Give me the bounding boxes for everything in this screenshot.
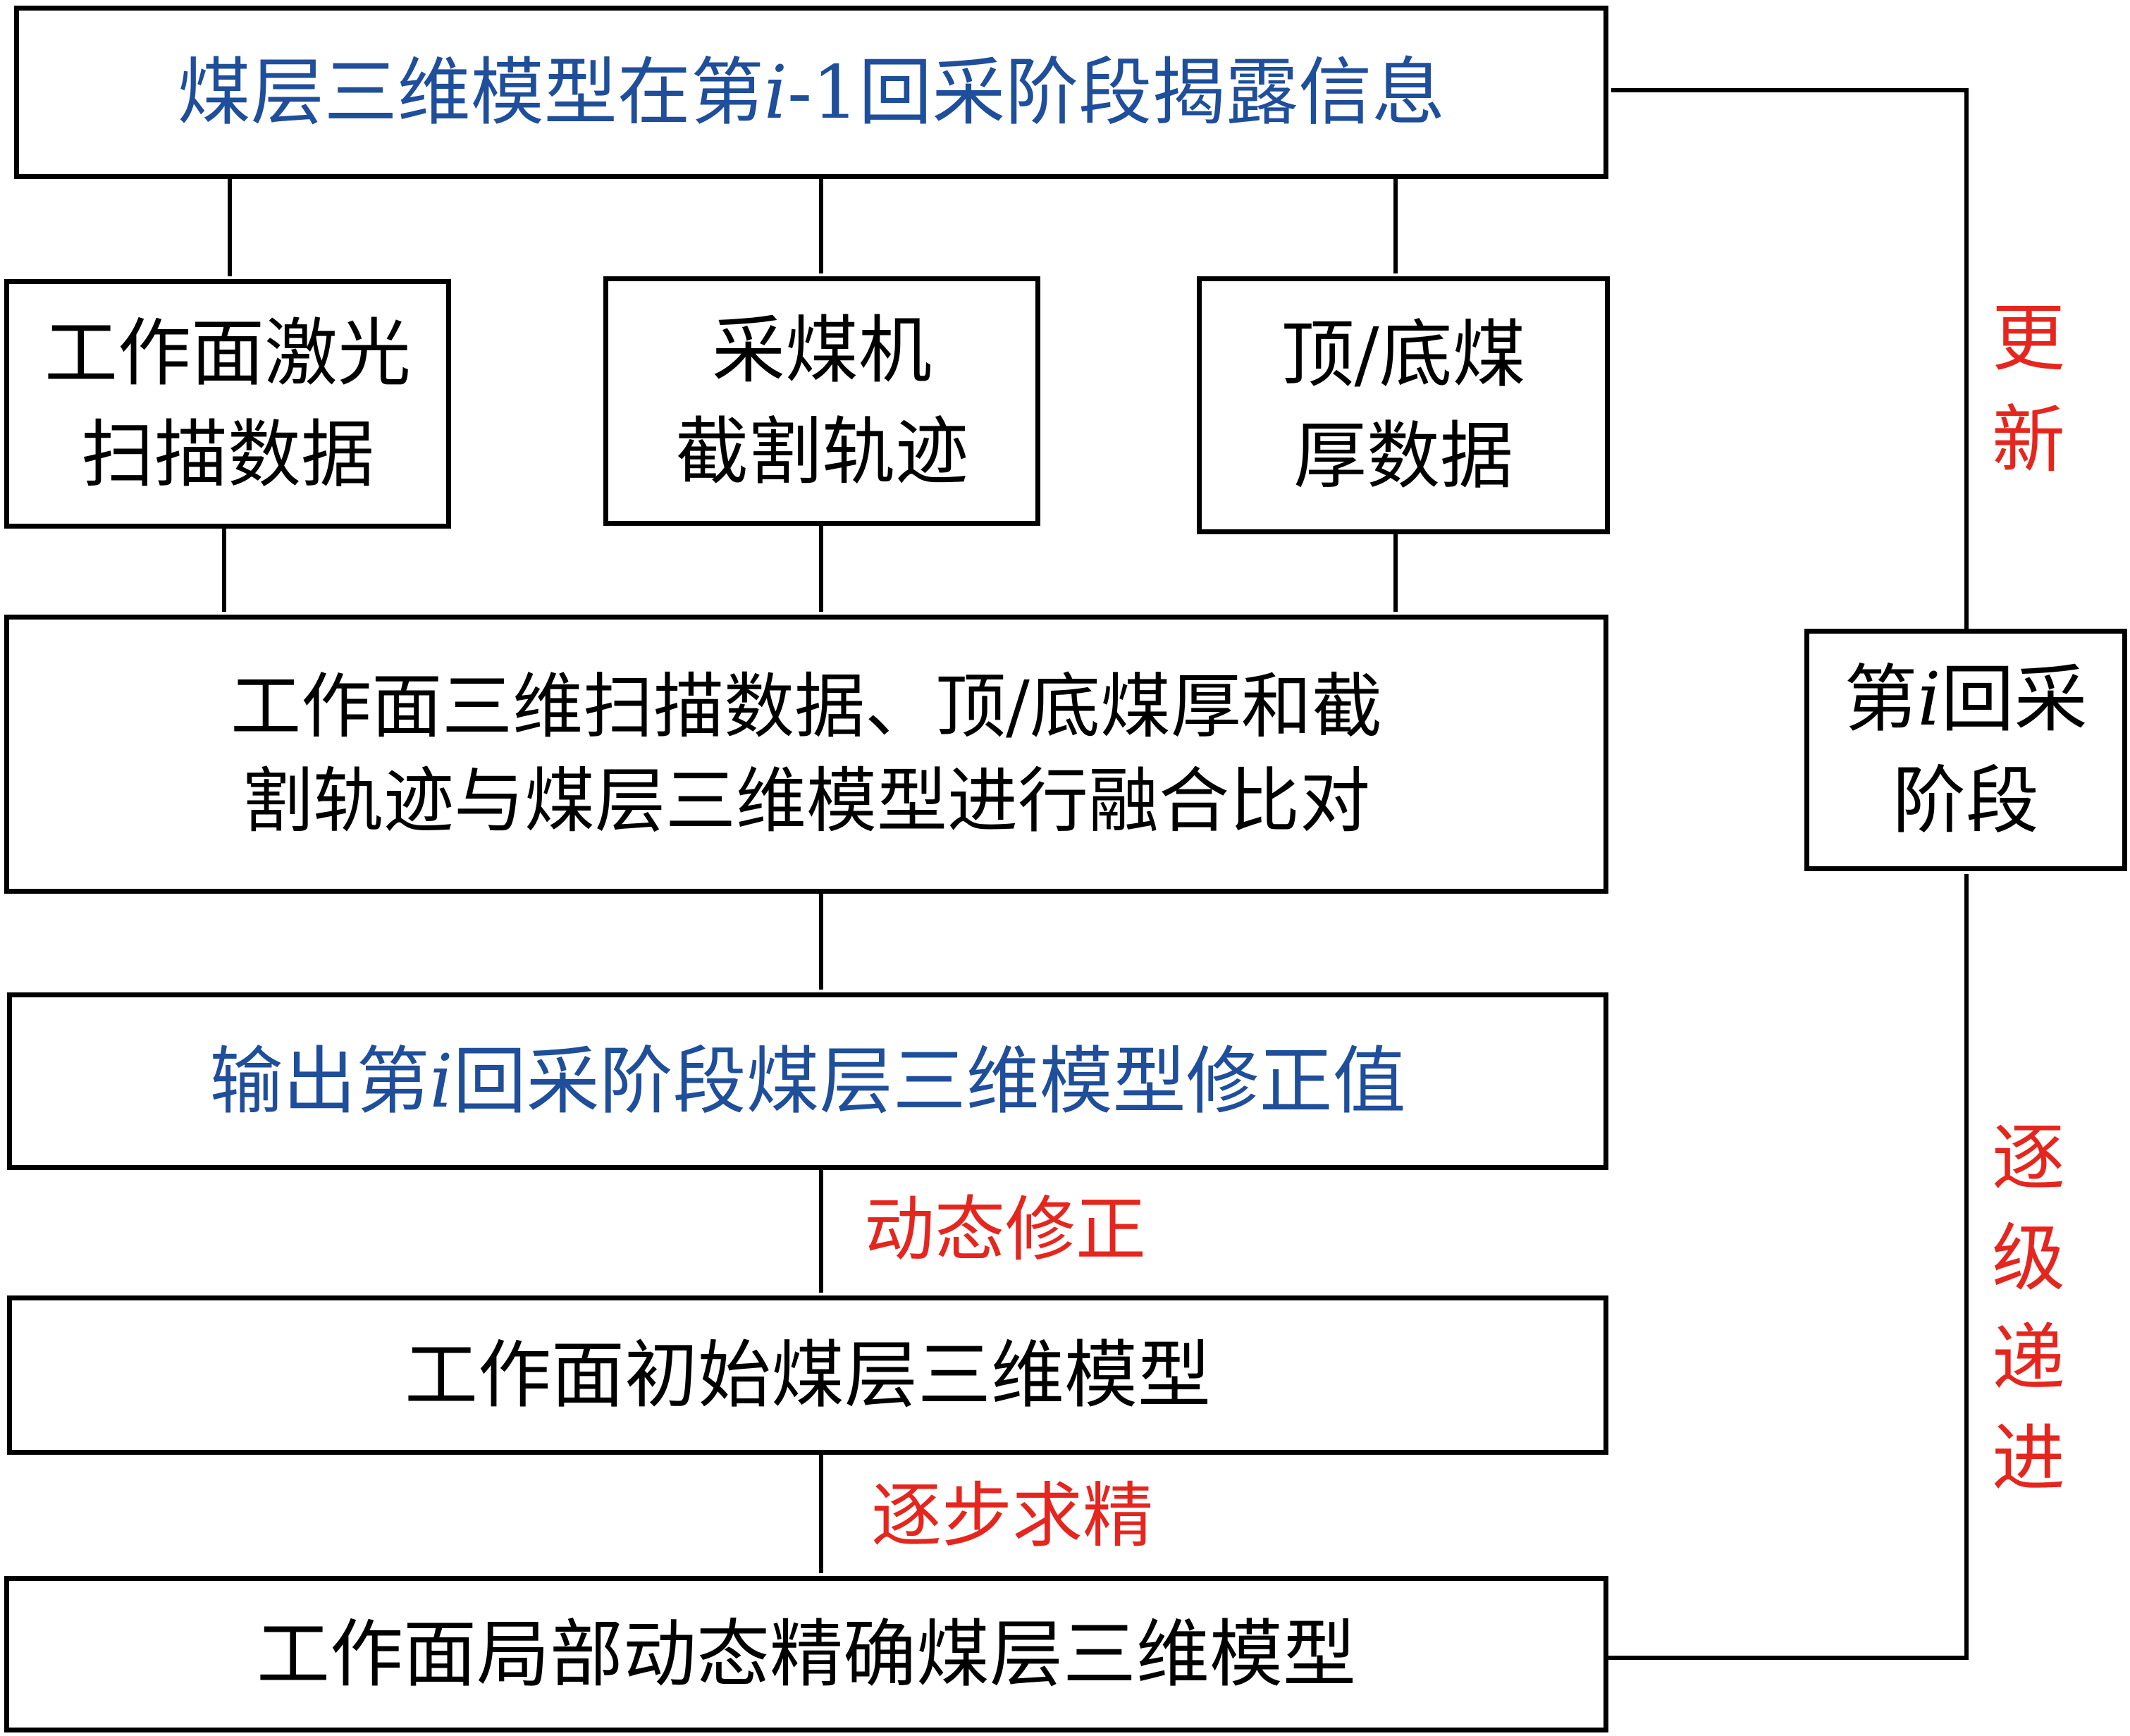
arrow-stage-to-top <box>1611 88 1969 629</box>
output-correction-box: 输出第i回采阶段煤层三维模型修正值 <box>7 992 1608 1170</box>
label-update-char-2: 新 <box>1992 397 2066 483</box>
initial-model-text: 工作面初始煤层三维模型 <box>404 1332 1211 1418</box>
label-progressive-char-2: 级 <box>1992 1215 2066 1301</box>
label-progressive-char-4: 进 <box>1992 1415 2066 1501</box>
output-box-text: 输出第i回采阶段煤层三维模型修正值 <box>209 1038 1406 1124</box>
label-update-char-1: 更 <box>1992 295 2066 381</box>
label-dynamic-correction: 动态修正 <box>864 1188 1146 1271</box>
shearer-line1: 采煤机 <box>711 307 932 393</box>
coal-thickness-box: 顶/底煤 厚数据 <box>1197 276 1610 534</box>
fusion-line1: 工作面三维扫描数据、顶/底煤厚和截 <box>230 665 1382 748</box>
shearer-trajectory-box: 采煤机 截割轨迹 <box>603 276 1040 526</box>
arrow-local-to-stage <box>1608 874 1969 1660</box>
thickness-line1: 顶/底煤 <box>1281 312 1526 398</box>
stage-line1: 第i回采 <box>1844 656 2088 742</box>
label-progressive: 逐 级 递 进 <box>1992 1108 2065 1508</box>
local-model-box: 工作面局部动态精确煤层三维模型 <box>4 1576 1608 1732</box>
top-box-revealed-info: 煤层三维模型在第i-1回采阶段揭露信息 <box>14 6 1608 179</box>
stage-box: 第i回采 阶段 <box>1804 629 2127 871</box>
laser-scan-box: 工作面激光 扫描数据 <box>4 279 451 529</box>
label-update: 更 新 <box>1992 288 2065 491</box>
laser-scan-line2: 扫描数据 <box>80 412 374 498</box>
top-box-text: 煤层三维模型在第i-1回采阶段揭露信息 <box>177 49 1446 135</box>
laser-scan-line1: 工作面激光 <box>44 310 411 396</box>
label-progressive-char-1: 逐 <box>1992 1115 2066 1201</box>
fusion-line2: 割轨迹与煤层三维模型进行融合比对 <box>242 760 1370 842</box>
label-progressive-char-3: 递 <box>1992 1315 2066 1401</box>
stage-line2: 阶段 <box>1892 758 2039 844</box>
thickness-line2: 厚数据 <box>1293 413 1513 499</box>
label-stepwise-refine: 逐步求精 <box>871 1475 1153 1557</box>
initial-model-box: 工作面初始煤层三维模型 <box>7 1295 1608 1455</box>
fusion-comparison-box: 工作面三维扫描数据、顶/底煤厚和截 割轨迹与煤层三维模型进行融合比对 <box>4 615 1608 894</box>
shearer-line2: 截割轨迹 <box>675 409 968 495</box>
local-model-text: 工作面局部动态精确煤层三维模型 <box>256 1611 1356 1697</box>
